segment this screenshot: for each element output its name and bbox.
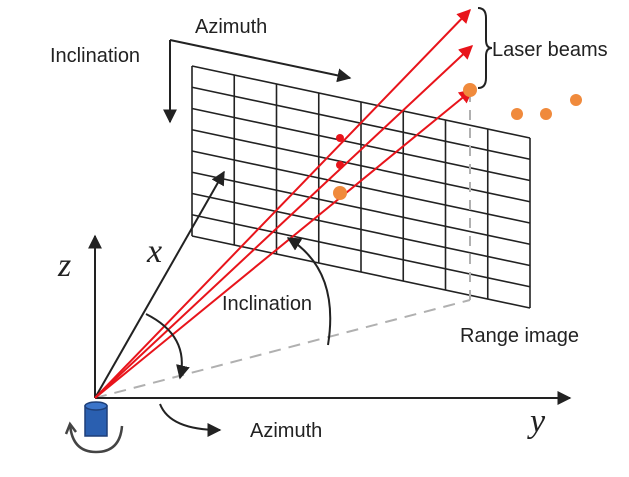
beam-hit-point-2 — [336, 161, 344, 169]
y-axis-label: y — [527, 403, 546, 440]
laser-beam-1 — [94, 8, 471, 399]
azimuth-top-arrow — [169, 39, 352, 83]
laser-beams-brace — [477, 7, 493, 89]
x-axis-label: x — [146, 233, 162, 270]
inclination-top-label: Inclination — [50, 45, 140, 67]
laser-beam-2 — [94, 45, 474, 399]
x-axis — [94, 170, 225, 399]
laser-beams — [94, 8, 474, 399]
ellipsis-dot-2 — [540, 108, 552, 120]
lidar-sensor-icon — [64, 401, 124, 454]
range-image-label: Range image — [460, 325, 579, 347]
ellipsis-dot-3 — [570, 94, 582, 106]
range-image-grid — [191, 65, 531, 309]
azimuth-bottom-label: Azimuth — [250, 420, 322, 442]
inclination-mid-arrow — [286, 237, 332, 346]
ellipsis-dot-1 — [511, 108, 523, 120]
beam-hit-point-1 — [336, 134, 344, 142]
azimuth-top-label: Azimuth — [195, 16, 267, 38]
azimuth-bottom-arrow — [159, 403, 222, 437]
inclination-mid-label: Inclination — [222, 293, 312, 315]
azimuth-angle-arc — [145, 313, 190, 380]
laser-beam-3 — [94, 89, 474, 399]
range-point-1 — [333, 186, 347, 200]
dashed-floor-line — [94, 299, 471, 399]
z-axis-label: z — [57, 247, 71, 284]
range-point-2 — [463, 83, 477, 97]
laser-beams-label: Laser beams — [492, 39, 608, 61]
